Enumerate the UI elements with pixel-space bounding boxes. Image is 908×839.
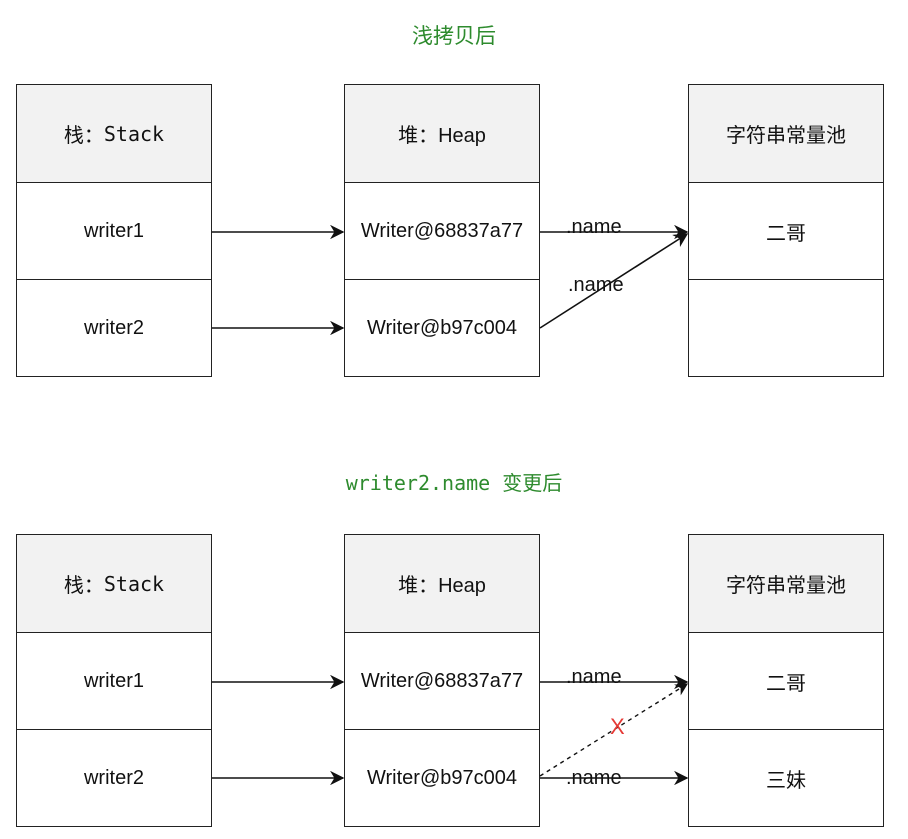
edge-label-name: .name [566, 666, 622, 688]
edge-label-name: .name [568, 274, 624, 296]
stack-header-name: Stack [103, 571, 165, 596]
diagram2-title: writer2.name 变更后 [0, 467, 908, 496]
edge-label-name: .name [566, 767, 622, 789]
heap-item-1: Writer@68837a77 [345, 182, 539, 279]
heap-item-2: Writer@b97c004 [345, 279, 539, 376]
stack-header: 栈：Stack [17, 85, 211, 182]
diagram2-title-text: 变更后 [502, 471, 563, 495]
arrow-heap2-to-pool-removed [539, 683, 689, 777]
stack-item-writer1: writer1 [17, 182, 211, 279]
stack-header-name: Stack [103, 121, 165, 146]
stack-item-writer2: writer2 [17, 729, 211, 826]
pool-item-1: 二哥 [689, 632, 883, 729]
diagram2-heap-box: 堆：Heap Writer@68837a77 Writer@b97c004 [344, 534, 540, 827]
heap-item-2: Writer@b97c004 [345, 729, 539, 826]
stack-item-writer2: writer2 [17, 279, 211, 376]
stack-header: 栈：Stack [17, 535, 211, 632]
pool-header: 字符串常量池 [689, 85, 883, 182]
arrow-heap2-to-pool [539, 233, 689, 329]
stack-header-prefix: 栈： [63, 575, 104, 597]
stack-item-writer1: writer1 [17, 632, 211, 729]
pool-item-2: 三妹 [689, 729, 883, 826]
diagram1-title: 浅拷贝后 [412, 25, 496, 48]
diagram1-heap-box: 堆：Heap Writer@68837a77 Writer@b97c004 [344, 84, 540, 377]
heap-header: 堆：Heap [345, 85, 539, 182]
heap-item-1: Writer@68837a77 [345, 632, 539, 729]
diagram2-stack-box: 栈：Stack writer1 writer2 [16, 534, 212, 827]
pool-header: 字符串常量池 [689, 535, 883, 632]
removed-reference-marker: X [610, 714, 625, 739]
edge-label-name: .name [566, 216, 622, 238]
heap-header: 堆：Heap [345, 535, 539, 632]
diagram1-pool-box: 字符串常量池 二哥 [688, 84, 884, 377]
diagram2-title-code: writer2.name [345, 471, 491, 495]
pool-item-1: 二哥 [689, 182, 883, 279]
diagram1-stack-box: 栈：Stack writer1 writer2 [16, 84, 212, 377]
pool-item-2 [689, 279, 883, 376]
stack-header-prefix: 栈： [63, 125, 104, 147]
diagram2-pool-box: 字符串常量池 二哥 三妹 [688, 534, 884, 827]
